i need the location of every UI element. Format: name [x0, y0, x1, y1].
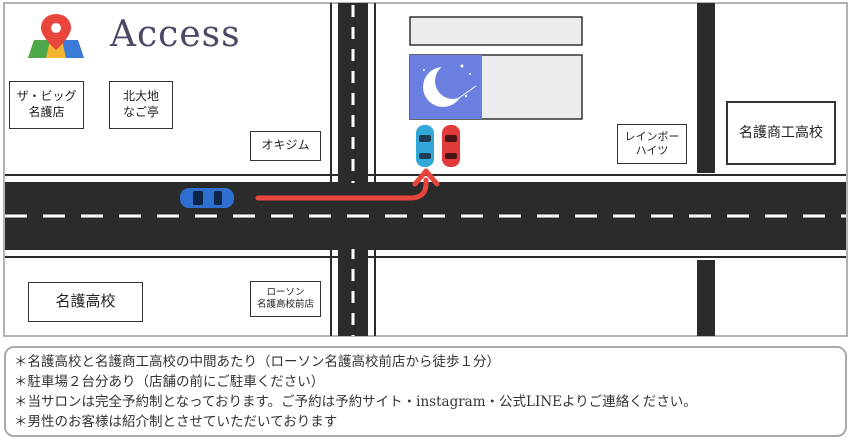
landmark-kitadaichi: 北大地 なご亭 — [109, 81, 173, 129]
map-pin-icon — [28, 14, 84, 58]
landmark-big-store: ザ・ビッグ 名護店 — [9, 81, 84, 129]
driving-car-blue — [180, 188, 234, 208]
page-title: Access — [110, 14, 241, 55]
access-notes: ＊名護高校と名護商工高校の中間あたり（ローソン名護高校前店から徒歩１分） ＊駐車… — [4, 346, 847, 437]
note-line: ＊男性のお客様は紹介制とさせていただいております — [14, 414, 338, 430]
note-line: ＊当サロンは完全予約制となっております。ご予約は予約サイト・instagram・… — [14, 394, 697, 410]
parked-car-cyan — [416, 125, 434, 167]
note-line: ＊名護高校と名護商工高校の中間あたり（ローソン名護高校前店から徒歩１分） — [14, 354, 500, 370]
landmark-lawson: ローソン 名護高校前店 — [250, 281, 321, 317]
note-line: ＊駐車場２台分あり（店舗の前にご駐車ください） — [14, 374, 325, 390]
landmark-rainbow-heights: レインボー ハイツ — [617, 124, 687, 164]
landmark-nago-commercial-hs: 名護商工高校 — [726, 101, 836, 165]
moon-logo-icon — [410, 55, 482, 119]
landmark-okigym: オキジム — [250, 131, 321, 161]
map-canvas — [3, 2, 848, 337]
parked-car-red — [442, 125, 460, 167]
landmark-nago-hs: 名護高校 — [28, 282, 143, 322]
side-road-right — [697, 3, 715, 336]
salon-building — [409, 16, 583, 120]
route-arrow — [255, 168, 440, 201]
